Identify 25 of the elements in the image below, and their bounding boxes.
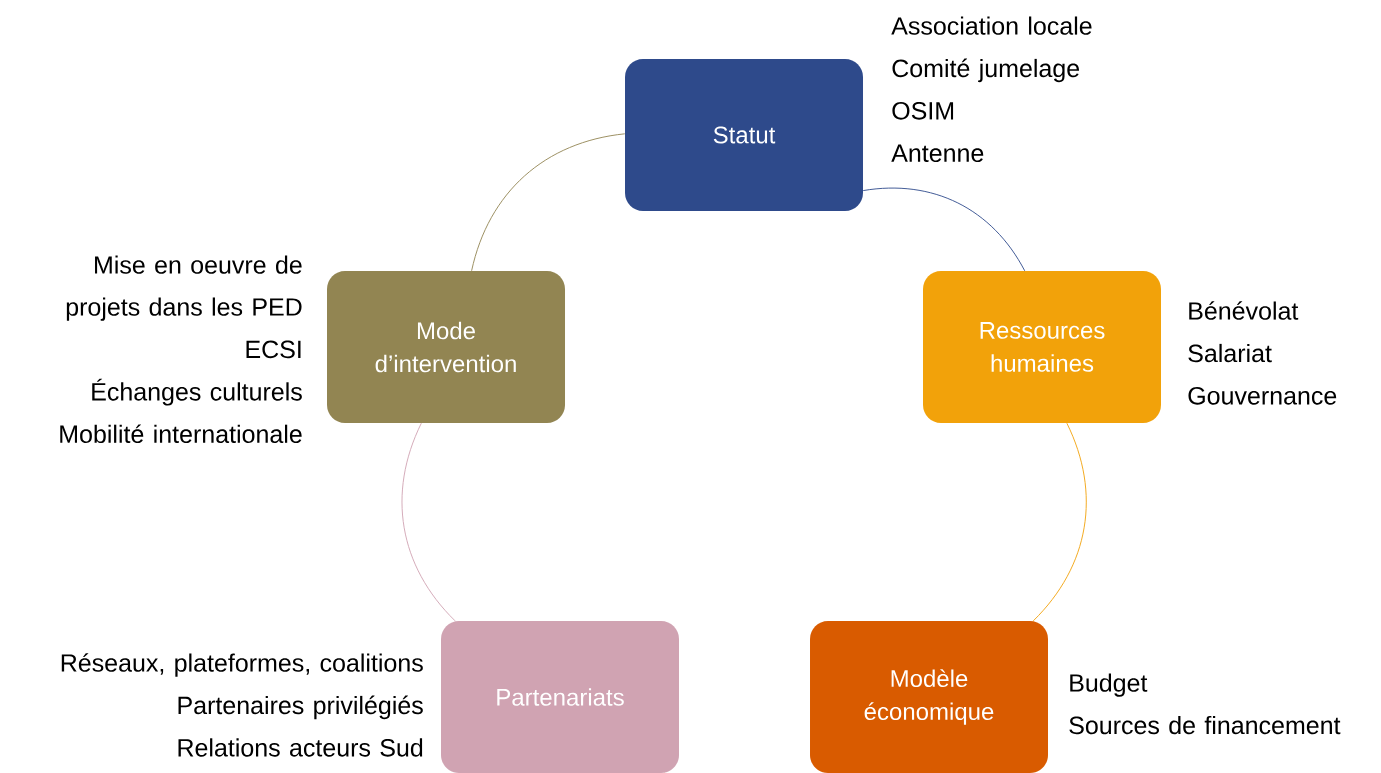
beside-text: Sources de financement <box>1069 715 1341 735</box>
category-box: Ressources humaines <box>923 271 1161 423</box>
beside-text: Comité jumelage <box>892 58 1080 83</box>
category-box: Partenariats <box>441 621 679 773</box>
arc-connector <box>862 187 1026 272</box>
arc-connector <box>471 133 626 272</box>
beside-text: Salariat <box>1188 343 1272 363</box>
beside-text: Budget <box>1070 673 1148 697</box>
beside-text: Gouvernance <box>1188 386 1337 405</box>
beside-text: Mise en oeuvre de projets dans les PED <box>66 255 302 321</box>
arc-connector <box>401 422 456 622</box>
category-box: Modèle économique <box>810 621 1048 773</box>
category-box: Statut <box>625 59 863 211</box>
beside-text: Mobilité internationale <box>60 424 302 444</box>
beside-text: Association locale <box>891 16 1092 35</box>
beside-text: ECSI <box>246 340 301 359</box>
beside-text: Réseaux, plateformes, coalitions <box>61 653 423 677</box>
beside-text: Partenaires privilégiés <box>178 695 423 720</box>
beside-text: Antenne <box>891 144 984 163</box>
beside-text: Bénévolat <box>1189 301 1299 320</box>
arc-connector <box>1032 422 1087 622</box>
beside-text: Relations acteurs Sud <box>178 738 423 757</box>
beside-text: Échanges culturels <box>92 378 302 406</box>
category-box: Mode d’intervention <box>327 271 565 423</box>
beside-text: OSIM <box>892 101 954 120</box>
